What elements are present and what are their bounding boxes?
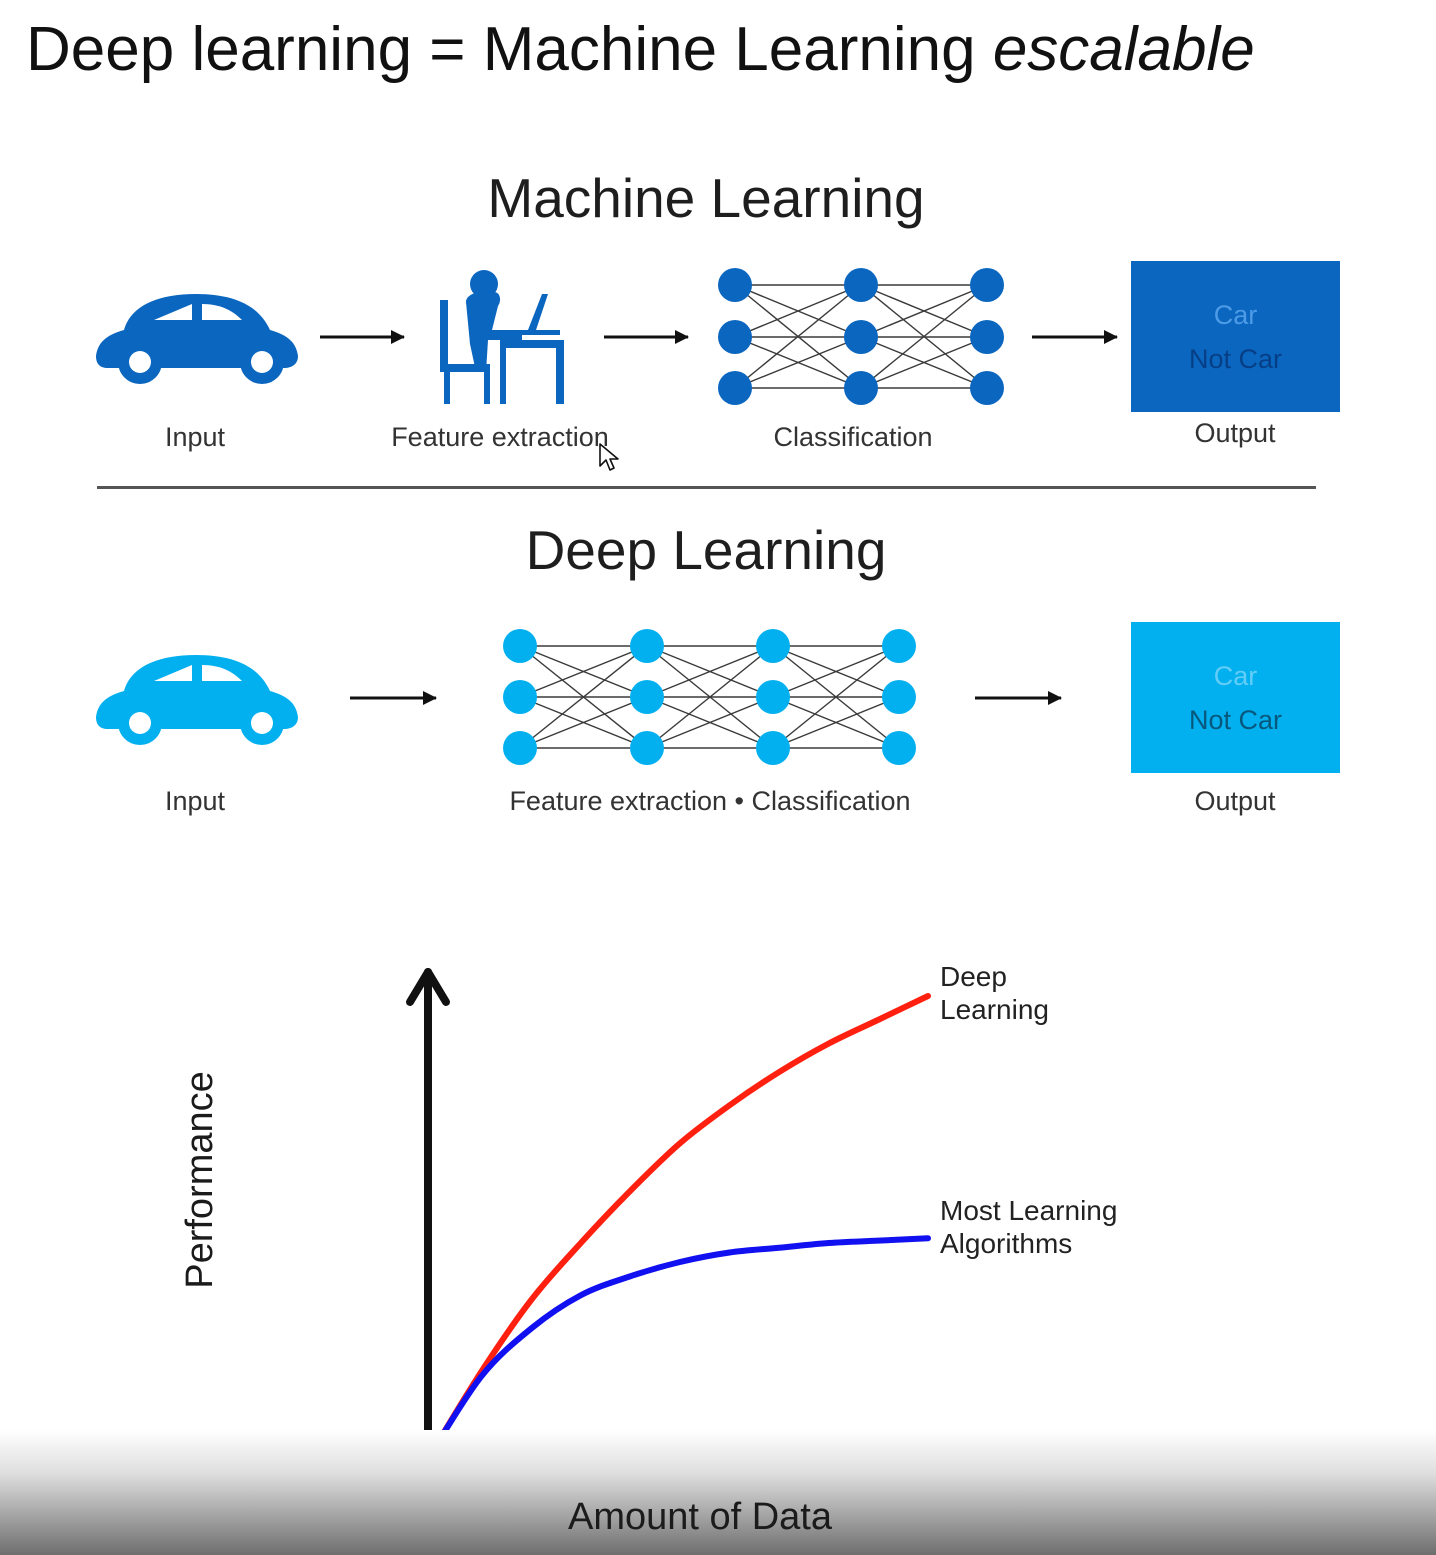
network-connection bbox=[772, 645, 900, 749]
section-divider bbox=[97, 486, 1316, 489]
dl-step-label-output: Output bbox=[1194, 786, 1276, 816]
slide-title: Deep learning = Machine Learning escalab… bbox=[26, 14, 1255, 86]
network-connection bbox=[519, 645, 648, 698]
network-node bbox=[970, 320, 1004, 354]
ml-step-label-output: Output bbox=[1194, 418, 1276, 448]
neural-network-icon bbox=[503, 629, 916, 765]
output-option-car: Car bbox=[1213, 660, 1258, 691]
chart-axes bbox=[406, 968, 450, 1430]
y-axis-arrowhead bbox=[406, 968, 450, 1006]
network-connection bbox=[860, 284, 988, 389]
network-node bbox=[756, 629, 790, 663]
output-option-not-car: Not Car bbox=[1188, 704, 1283, 735]
series-label-most-learning-algorithms: Most Learning Algorithms bbox=[940, 1195, 1118, 1259]
network-node bbox=[630, 629, 664, 663]
network-node bbox=[756, 680, 790, 714]
network-node bbox=[970, 371, 1004, 405]
network-connection bbox=[734, 336, 862, 389]
network-node bbox=[756, 731, 790, 765]
person-at-desk-icon bbox=[440, 270, 564, 404]
x-axis-label: Amount of Data bbox=[567, 1496, 833, 1538]
bottom-shade bbox=[0, 1430, 1436, 1555]
car-icon bbox=[96, 655, 298, 745]
network-connection bbox=[734, 284, 862, 338]
network-node bbox=[970, 268, 1004, 302]
slide-title-prefix: Deep learning = Machine Learning bbox=[26, 15, 993, 84]
network-connection bbox=[646, 696, 774, 749]
output-option-car: Car bbox=[1213, 299, 1258, 330]
network-connection bbox=[646, 645, 774, 698]
ml-step-label-feature-extraction: Feature extraction bbox=[391, 422, 609, 452]
ml-step-label-input: Input bbox=[164, 422, 226, 452]
chart-lines bbox=[441, 993, 931, 1430]
network-node bbox=[882, 731, 916, 765]
network-connection bbox=[519, 645, 648, 749]
network-connection bbox=[519, 696, 648, 749]
ml-step-label-classification: Classification bbox=[773, 422, 933, 452]
network-node bbox=[718, 320, 752, 354]
neural-network-icon bbox=[718, 268, 1004, 405]
pipeline-graphics bbox=[96, 268, 1118, 1430]
series-label-deep-learning: Deep Learning bbox=[940, 961, 1049, 1025]
dl-output-box: Car Not Car bbox=[1131, 622, 1340, 773]
mouse-cursor-icon bbox=[599, 443, 619, 471]
deep-learning-line bbox=[441, 993, 931, 1430]
car-icon bbox=[96, 294, 298, 384]
dl-section-title: Deep Learning bbox=[525, 519, 887, 581]
y-axis-label: Performance bbox=[179, 1071, 221, 1289]
network-connection bbox=[772, 696, 900, 749]
network-connection bbox=[860, 336, 988, 389]
network-node bbox=[630, 680, 664, 714]
network-node bbox=[882, 629, 916, 663]
output-option-not-car: Not Car bbox=[1188, 343, 1283, 374]
slide-title-emphasis: escalable bbox=[992, 15, 1255, 84]
ml-output-box: Car Not Car bbox=[1131, 261, 1340, 412]
network-node bbox=[844, 268, 878, 302]
network-node bbox=[503, 680, 537, 714]
dl-step-label-feature-extraction-classification: Feature extraction • Classification bbox=[509, 786, 911, 816]
network-node bbox=[844, 371, 878, 405]
network-node bbox=[630, 731, 664, 765]
most-learning-algorithms-line bbox=[442, 1235, 931, 1430]
network-connection bbox=[860, 284, 988, 338]
ml-section-title: Machine Learning bbox=[487, 167, 925, 229]
network-node bbox=[718, 268, 752, 302]
network-node bbox=[718, 371, 752, 405]
network-node bbox=[503, 731, 537, 765]
network-connection bbox=[772, 645, 900, 698]
network-node bbox=[503, 629, 537, 663]
network-node bbox=[844, 320, 878, 354]
network-connection bbox=[646, 645, 774, 749]
dl-step-label-input: Input bbox=[164, 786, 226, 816]
network-node bbox=[882, 680, 916, 714]
network-connection bbox=[734, 284, 862, 389]
